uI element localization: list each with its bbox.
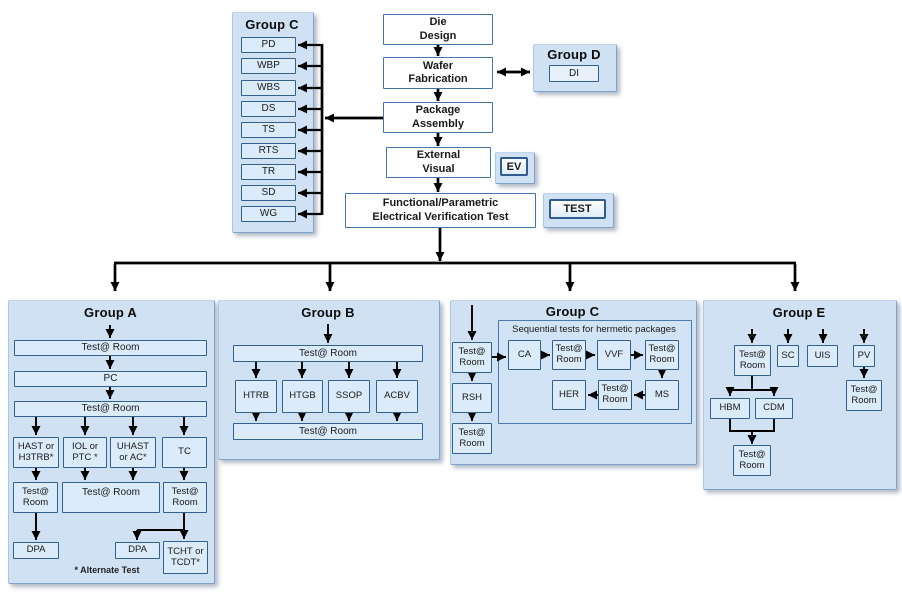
node-test-room: Test@ Room xyxy=(552,340,586,370)
sequential-tests-label: Sequential tests for hermetic packages xyxy=(512,324,676,335)
node-uis: UIS xyxy=(807,345,838,367)
node-her: HER xyxy=(552,380,586,410)
badge-ev: EV xyxy=(500,157,528,176)
node-wbp: WBP xyxy=(241,58,296,74)
node-test-room: Test@ Room xyxy=(14,401,207,417)
node-ds: DS xyxy=(241,101,296,117)
node-test-room: Test@ Room xyxy=(452,423,492,454)
node-external-visual: External Visual xyxy=(386,147,491,178)
node-rsh: RSH xyxy=(452,383,492,413)
node-iol-ptc: IOL or PTC * xyxy=(63,437,107,468)
node-htrb: HTRB xyxy=(235,380,277,413)
node-cdm: CDM xyxy=(755,398,793,419)
group-e-title: Group E xyxy=(772,305,826,320)
node-tr: TR xyxy=(241,164,296,180)
node-dpa: DPA xyxy=(13,542,59,559)
node-vvf: VVF xyxy=(597,340,631,370)
node-pc: PC xyxy=(14,371,207,387)
node-test-room: Test@ Room xyxy=(846,380,882,411)
node-ca: CA xyxy=(508,340,541,370)
node-package-assembly: Package Assembly xyxy=(383,102,493,133)
node-test-room: Test@ Room xyxy=(233,423,423,440)
node-test-room: Test@ Room xyxy=(163,482,207,513)
node-wafer-fabrication: Wafer Fabrication xyxy=(383,57,493,89)
node-rts: RTS xyxy=(241,143,296,159)
node-wbs: WBS xyxy=(241,80,296,96)
node-test-room: Test@ Room xyxy=(598,380,632,410)
node-test-room: Test@ Room xyxy=(645,340,679,370)
node-test-room: Test@ Room xyxy=(14,340,207,356)
node-uhast-ac: UHAST or AC* xyxy=(110,437,156,468)
node-die-design: Die Design xyxy=(383,14,493,45)
node-ssop: SSOP xyxy=(328,380,370,413)
badge-test: TEST xyxy=(549,199,606,219)
node-pv: PV xyxy=(853,345,875,367)
node-sc: SC xyxy=(777,345,799,367)
group-c-bottom-title: Group C xyxy=(545,304,600,319)
node-tcht-tcdt: TCHT or TCDT* xyxy=(163,541,208,574)
alternate-test-note: * Alternate Test xyxy=(74,565,140,575)
node-test-room: Test@ Room xyxy=(233,345,423,362)
node-di: DI xyxy=(549,65,599,82)
node-ts: TS xyxy=(241,122,296,138)
node-hbm: HBM xyxy=(710,398,750,419)
group-b-title: Group B xyxy=(301,305,355,320)
node-test-room: Test@ Room xyxy=(452,342,492,373)
group-d-title: Group D xyxy=(547,47,601,62)
node-acbv: ACBV xyxy=(376,380,418,413)
node-pd: PD xyxy=(241,37,296,53)
group-c-top-title: Group C xyxy=(245,17,299,32)
node-test-room: Test@ Room xyxy=(13,482,58,513)
group-a-title: Group A xyxy=(84,305,137,320)
node-hast-h3trb: HAST or H3TRB* xyxy=(13,437,59,468)
node-tc: TC xyxy=(162,437,207,468)
node-htgb: HTGB xyxy=(282,380,323,413)
node-test-room: Test@ Room xyxy=(734,345,771,376)
node-dpa: DPA xyxy=(115,542,160,559)
node-ms: MS xyxy=(645,380,679,410)
node-functional-parametric-test: Functional/Parametric Electrical Verific… xyxy=(345,193,536,228)
node-wg: WG xyxy=(241,206,296,222)
node-test-room: Test@ Room xyxy=(62,482,160,513)
node-test-room: Test@ Room xyxy=(733,445,771,476)
node-sd: SD xyxy=(241,185,296,201)
